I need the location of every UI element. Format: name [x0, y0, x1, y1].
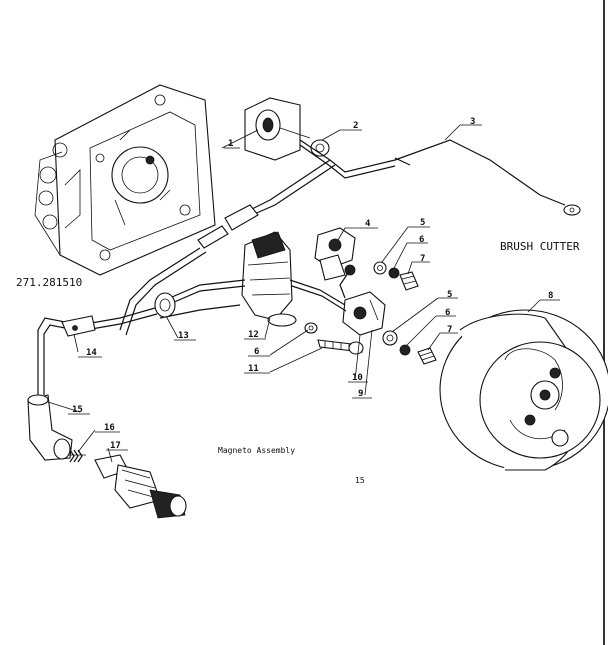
part-5-washer-upper: [373, 261, 387, 275]
callout-13: 13: [178, 331, 189, 341]
callout-9: 9: [358, 389, 363, 399]
product-label: BRUSH CUTTER: [500, 240, 580, 253]
part-12-ignition-coil: [241, 231, 297, 327]
callout-15: 15: [72, 405, 83, 415]
part-14-clamp: [61, 315, 96, 337]
callout-12: 12: [248, 330, 259, 340]
callout-3: 3: [470, 117, 475, 127]
callout-6-coil: 6: [254, 347, 259, 357]
callout-11: 11: [248, 364, 259, 374]
callout-1: 1: [228, 139, 233, 149]
callout-4: 4: [365, 219, 371, 229]
part-15-boot: [27, 394, 73, 461]
engine-housing: [34, 84, 216, 276]
part-11-screw: [317, 339, 364, 355]
callout-7-upper: 7: [420, 254, 425, 264]
callout-8: 8: [548, 291, 553, 301]
callout-16: 16: [104, 423, 115, 433]
coil-wiring: [159, 269, 351, 319]
page-number: 15: [355, 476, 365, 485]
part-6-lockwasher-lower: [399, 344, 411, 356]
callout-14: 14: [86, 348, 97, 358]
part-7-screw-lower: [417, 347, 437, 365]
callout-2: 2: [353, 121, 358, 131]
callout-6-lower: 6: [445, 308, 450, 318]
part-16-spring: [68, 449, 86, 463]
part-13-grommet: [154, 292, 176, 318]
callout-6-upper: 6: [419, 235, 424, 245]
part-3-ground-wire: [299, 139, 581, 216]
part-8-flywheel: [439, 309, 608, 471]
assembly-caption: Magneto Assembly: [218, 446, 295, 455]
high-tension-lead: [37, 307, 158, 395]
callout-5-lower: 5: [447, 290, 452, 300]
primary-wire: [119, 159, 336, 336]
callouts: 1 2 3 4 5 6 7 8 5 6 7 12 6 11 10 9 13 14: [68, 117, 560, 451]
callout-10: 10: [352, 373, 363, 383]
part-4-switch: [314, 227, 356, 281]
callout-17: 17: [110, 441, 121, 451]
part-5-washer-lower: [382, 330, 398, 346]
part-17-spark-plug: [94, 454, 187, 519]
part-6-lockwasher-upper: [388, 267, 400, 279]
leader-lines: [47, 124, 541, 463]
part-number-label: 271.281510: [16, 276, 82, 289]
callout-7-lower: 7: [447, 325, 452, 335]
part-7-screw-upper: [399, 271, 419, 291]
part-10-module: [342, 291, 386, 336]
callout-5-upper: 5: [420, 218, 425, 228]
part-1-terminal: [244, 97, 311, 161]
part-6-washer-coil: [304, 322, 318, 334]
